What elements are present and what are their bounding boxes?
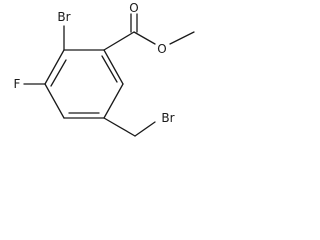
ring-bond <box>44 83 65 119</box>
bromine-atom-side: Br <box>161 111 174 125</box>
fluorine-atom: F <box>14 77 21 91</box>
ring-double-bond <box>50 59 67 87</box>
molecule-structure: Br O O F Br <box>14 1 195 137</box>
ring-bond <box>103 83 124 119</box>
ester-o-bond <box>133 31 156 45</box>
ring-double-bond <box>101 55 118 83</box>
oxygen-atom-ester: O <box>157 42 166 56</box>
ring-carbonyl-bond <box>103 31 135 51</box>
ring-bond <box>44 49 65 85</box>
ring-bond <box>103 49 124 85</box>
ring-ch2-bond <box>103 117 136 137</box>
benzene-ring <box>44 49 124 119</box>
oxygen-atom-carbonyl: O <box>129 1 138 15</box>
bromine-atom-top: Br <box>57 10 70 24</box>
o-methyl-bond <box>169 31 195 45</box>
ch2-br-bond <box>134 121 156 137</box>
